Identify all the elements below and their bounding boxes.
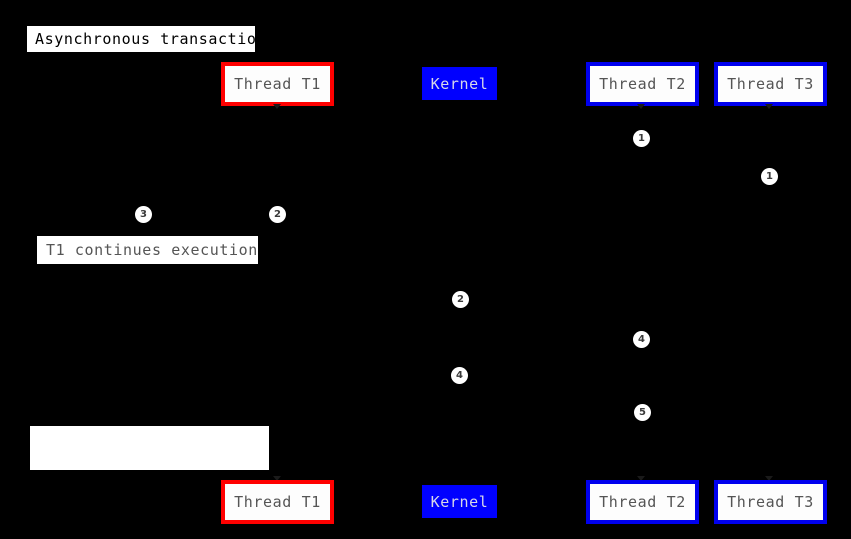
participant-label: Thread T3 (727, 75, 814, 93)
lifeline-nub-t2-top (637, 104, 645, 109)
lifeline-nub-t1-top (273, 104, 281, 109)
participant-kernel-top[interactable]: Kernel (422, 67, 497, 100)
participant-label: Thread T2 (599, 75, 686, 93)
participant-thread-t1-top[interactable]: Thread T1 (221, 62, 334, 106)
lifeline-thread-t3 (769, 106, 770, 481)
note-t1-continues-execution: T1 continues execution (37, 236, 258, 264)
step-badge-t3-1: 1 (761, 168, 778, 185)
step-badge-t2-1: 1 (633, 130, 650, 147)
participant-label: Thread T3 (727, 493, 814, 511)
step-badge-t2-4: 4 (633, 331, 650, 348)
participant-thread-t2-bottom[interactable]: Thread T2 (586, 480, 699, 524)
lifeline-thread-t1 (277, 106, 278, 481)
lifeline-nub-t3-bottom (765, 476, 773, 481)
step-badge-kernel-2: 2 (452, 291, 469, 308)
participant-kernel-bottom[interactable]: Kernel (422, 485, 497, 518)
lifeline-nub-t1-bottom (273, 476, 281, 481)
lifeline-nub-t3-top (765, 104, 773, 109)
note-blank-box (30, 426, 269, 470)
lifeline-thread-t2 (641, 106, 642, 481)
step-badge-kernel-4: 4 (451, 367, 468, 384)
diagram-title: Asynchronous transaction (27, 26, 266, 52)
lifeline-nub-t2-bottom (637, 476, 645, 481)
participant-label: Thread T1 (234, 493, 321, 511)
participant-label: Thread T1 (234, 75, 321, 93)
step-badge-t1-2: 2 (269, 206, 286, 223)
participant-thread-t2-top[interactable]: Thread T2 (586, 62, 699, 106)
step-badge-t1-3: 3 (135, 206, 152, 223)
participant-thread-t1-bottom[interactable]: Thread T1 (221, 480, 334, 524)
participant-thread-t3-top[interactable]: Thread T3 (714, 62, 827, 106)
participant-label: Kernel (430, 74, 489, 93)
participant-thread-t3-bottom[interactable]: Thread T3 (714, 480, 827, 524)
participant-label: Kernel (430, 492, 489, 511)
step-badge-t2-5: 5 (634, 404, 651, 421)
participant-label: Thread T2 (599, 493, 686, 511)
